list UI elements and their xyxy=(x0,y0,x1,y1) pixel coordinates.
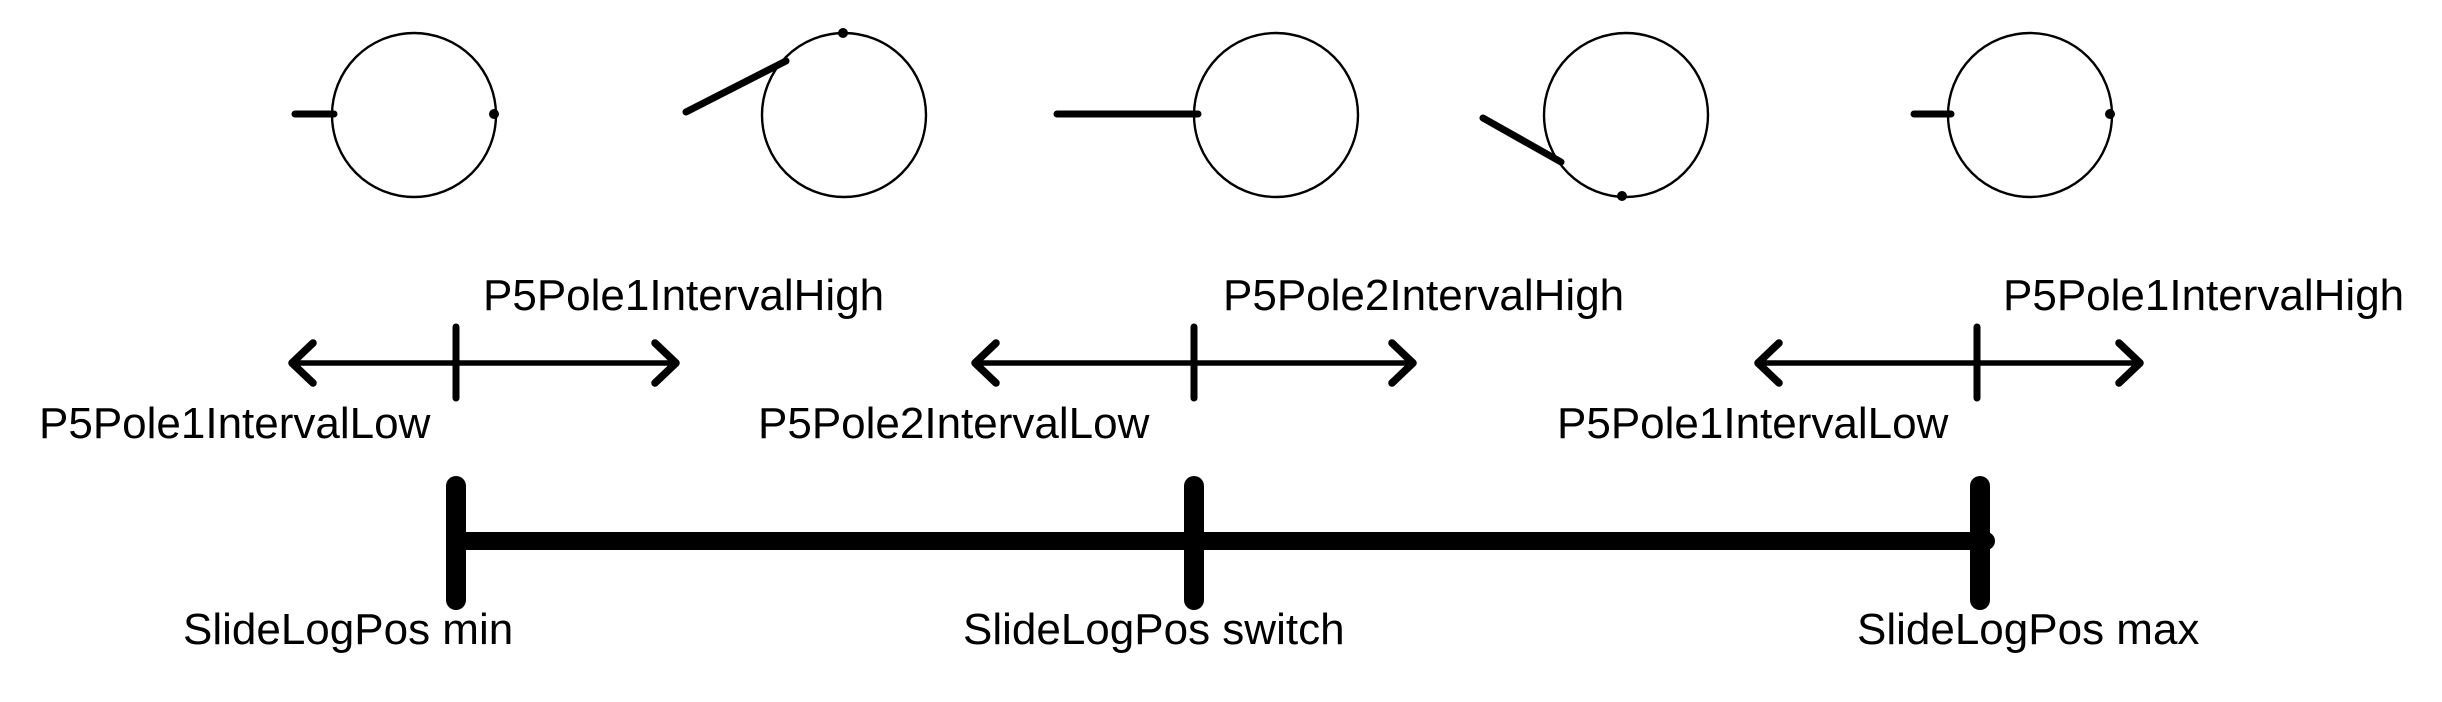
interval-high-label-1: P5Pole1IntervalHigh xyxy=(483,271,884,320)
slider xyxy=(446,476,1995,610)
interval-low-label-1: P5Pole1IntervalLow xyxy=(39,399,431,448)
dial-2-marker-dot-north xyxy=(838,28,848,38)
dial-4-needle-lower-left-icon xyxy=(1479,114,1565,166)
arrow-left-head-icon xyxy=(288,339,317,387)
dial-2 xyxy=(682,28,928,199)
dial-5-circle xyxy=(1946,31,2114,199)
dial-1 xyxy=(291,31,499,199)
slider-label-switch: SlideLogPos switch xyxy=(963,605,1345,654)
arrow-left-head-icon xyxy=(1754,339,1783,387)
dial-4-circle xyxy=(1542,31,1710,199)
interval-high-label-2: P5Pole2IntervalHigh xyxy=(1223,271,1624,320)
dial-5 xyxy=(1910,31,2115,199)
arrow-left-head-icon xyxy=(971,339,1000,387)
interval-low-label-3: P5Pole1IntervalLow xyxy=(1557,399,1949,448)
dial-3-circle xyxy=(1192,31,1360,199)
dial-1-circle xyxy=(330,31,498,199)
dial-5-marker-dot-east xyxy=(2105,109,2115,119)
dial-1-marker-dot-east xyxy=(489,109,499,119)
dial-2-needle-upper-left-icon xyxy=(682,57,790,116)
interval-arrow-3 xyxy=(1754,323,2144,402)
interval-arrow-1 xyxy=(288,323,680,402)
interval-high-label-3: P5Pole1IntervalHigh xyxy=(2003,271,2404,320)
arrow-right-head-icon xyxy=(651,339,680,387)
dial-3 xyxy=(1053,31,1360,199)
dial-4-marker-dot-south xyxy=(1617,191,1627,201)
slider-label-min: SlideLogPos min xyxy=(183,605,513,654)
interval-arrow-2 xyxy=(971,323,1417,402)
dial-4 xyxy=(1479,31,1710,201)
interval-low-label-2: P5Pole2IntervalLow xyxy=(758,399,1150,448)
arrow-right-head-icon xyxy=(2115,339,2144,387)
arrow-right-head-icon xyxy=(1388,339,1417,387)
slider-label-max: SlideLogPos max xyxy=(1857,605,2199,654)
